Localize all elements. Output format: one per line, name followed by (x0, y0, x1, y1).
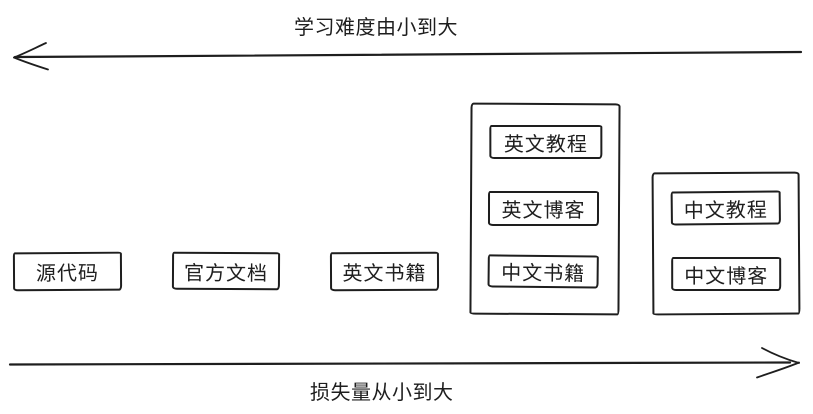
node-chinese-blogs-label: 中文博客 (684, 265, 769, 288)
node-chinese-tutorials: 中文教程 (670, 190, 781, 226)
bottom-arrow-right (8, 347, 800, 379)
node-chinese-books-label: 中文书籍 (501, 262, 586, 286)
node-official-docs: 官方文档 (171, 251, 281, 291)
group-chinese-resources: 中文教程 中文博客 (651, 171, 801, 316)
node-english-tutorials-label: 英文教程 (503, 133, 588, 156)
node-english-blogs: 英文博客 (487, 190, 600, 227)
group-english-and-chinese-books: 英文教程 英文博客 中文书籍 (469, 102, 621, 316)
node-source-code-label: 源代码 (35, 262, 100, 286)
node-english-books: 英文书籍 (329, 251, 440, 292)
node-english-books-label: 英文书籍 (342, 262, 427, 286)
node-english-blogs-label: 英文博客 (501, 199, 586, 223)
top-arrow-left (13, 42, 803, 71)
node-source-code: 源代码 (12, 251, 123, 292)
node-chinese-books: 中文书籍 (487, 254, 599, 289)
node-chinese-tutorials-label: 中文教程 (683, 199, 768, 222)
top-axis-label: 学习难度由小到大 (294, 17, 458, 39)
node-official-docs-label: 官方文档 (183, 262, 269, 285)
bottom-axis-label: 损失量从小到大 (310, 382, 454, 404)
node-chinese-blogs: 中文博客 (671, 256, 782, 292)
node-english-tutorials: 英文教程 (489, 124, 603, 160)
